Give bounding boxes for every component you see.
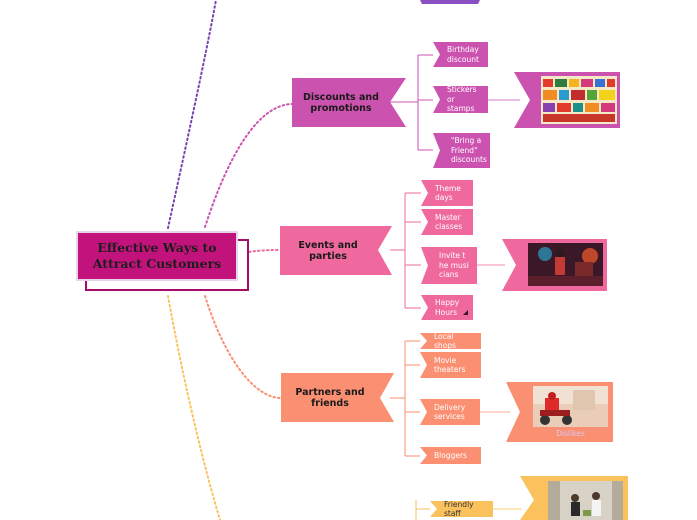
leaf-local-shops-label: Local shops — [434, 331, 456, 351]
leaf-friendly-staff-label: Friendly staff — [444, 499, 474, 519]
delivery-image — [533, 386, 608, 427]
partners-bracket — [390, 340, 510, 457]
connector-partners — [204, 295, 282, 399]
events-ribbon — [280, 226, 392, 275]
leaf-bg-localshops — [420, 333, 481, 349]
top-cutoff-node — [420, 0, 480, 4]
leaf-delivery-services[interactable]: Delivery services — [424, 399, 480, 425]
staff-bracket — [415, 500, 522, 520]
leaf-bloggers[interactable]: Bloggers — [424, 447, 481, 464]
leaf-birthday-discount-label: Birthday discount — [447, 45, 479, 64]
leaf-master-classes[interactable]: Master classes — [425, 209, 473, 235]
branch-partners-label: Partners and friends — [295, 386, 365, 409]
leaf-invite-musicians[interactable]: Invite the musicians — [425, 247, 474, 284]
musicians-image — [528, 243, 603, 286]
leaf-stickers[interactable]: Stickers or stamps — [437, 85, 488, 114]
leaf-bring-a-friend-label: "Bring a Friend" discounts — [451, 136, 487, 165]
leaf-bg-birthday — [433, 42, 488, 67]
leaf-bg-masterclasses — [421, 209, 473, 235]
central-topic[interactable]: Effective Ways to Attract Customers — [76, 231, 238, 281]
leaf-movie-theaters[interactable]: Movie theaters — [424, 352, 476, 378]
leaf-bg-happyhours — [421, 295, 473, 320]
leaf-bg-stickers — [433, 86, 488, 113]
leaf-theme-days[interactable]: Theme days — [425, 180, 473, 206]
events-bracket — [390, 192, 505, 309]
branch-partners[interactable]: Partners and friends — [290, 375, 370, 420]
connector-top-branch — [167, 0, 217, 229]
leaf-bg-movietheaters — [420, 352, 481, 378]
leaf-friendly-staff[interactable]: Friendly staff — [434, 499, 493, 519]
connector-discounts — [204, 103, 294, 228]
leaf-movie-theaters-label: Movie theaters — [434, 355, 466, 375]
stickers-image — [541, 76, 617, 124]
leaf-happy-hours[interactable]: Happy Hours — [425, 295, 471, 320]
leaf-local-shops[interactable]: Local shops — [424, 331, 481, 351]
leaf-happy-hours-label: Happy Hours — [435, 298, 460, 317]
branch-discounts[interactable]: Discounts and promotions — [300, 80, 382, 126]
leaf-invite-musicians-label: Invite the musicians — [439, 251, 469, 280]
discounts-ribbon — [292, 78, 406, 127]
staff-image — [548, 481, 623, 520]
leaf-birthday-discount[interactable]: Birthday discount — [437, 42, 488, 67]
partners-ribbon — [281, 373, 394, 422]
leaf-bg-musicians — [421, 247, 477, 284]
branch-discounts-label: Discounts and promotions — [303, 92, 379, 114]
leaf-bring-a-friend[interactable]: "Bring a Friend" discounts — [437, 133, 490, 168]
branch-events-label: Events and parties — [298, 239, 358, 262]
leaf-bg-friendlystaff — [430, 501, 493, 517]
leaf-delivery-services-label: Delivery services — [434, 402, 466, 422]
leaf-bg-bloggers — [420, 447, 481, 464]
connector-staff — [167, 295, 221, 520]
corner-triangle-icon — [463, 310, 468, 315]
leaf-bg-bringafriend — [433, 133, 490, 168]
leaf-bloggers-label: Bloggers — [434, 450, 467, 460]
connector-events — [248, 249, 281, 253]
leaf-theme-days-label: Theme days — [435, 183, 461, 203]
branch-events[interactable]: Events and parties — [282, 228, 374, 273]
delivery-image-caption: Dislikes — [556, 429, 585, 438]
leaf-bg-delivery — [420, 399, 480, 425]
central-topic-title: Effective Ways to Attract Customers — [92, 240, 222, 271]
leaf-stickers-label: Stickers or stamps — [447, 85, 477, 114]
discounts-bracket — [388, 54, 520, 151]
leaf-master-classes-label: Master classes — [435, 212, 463, 232]
leaf-bg-themedays — [421, 180, 473, 206]
